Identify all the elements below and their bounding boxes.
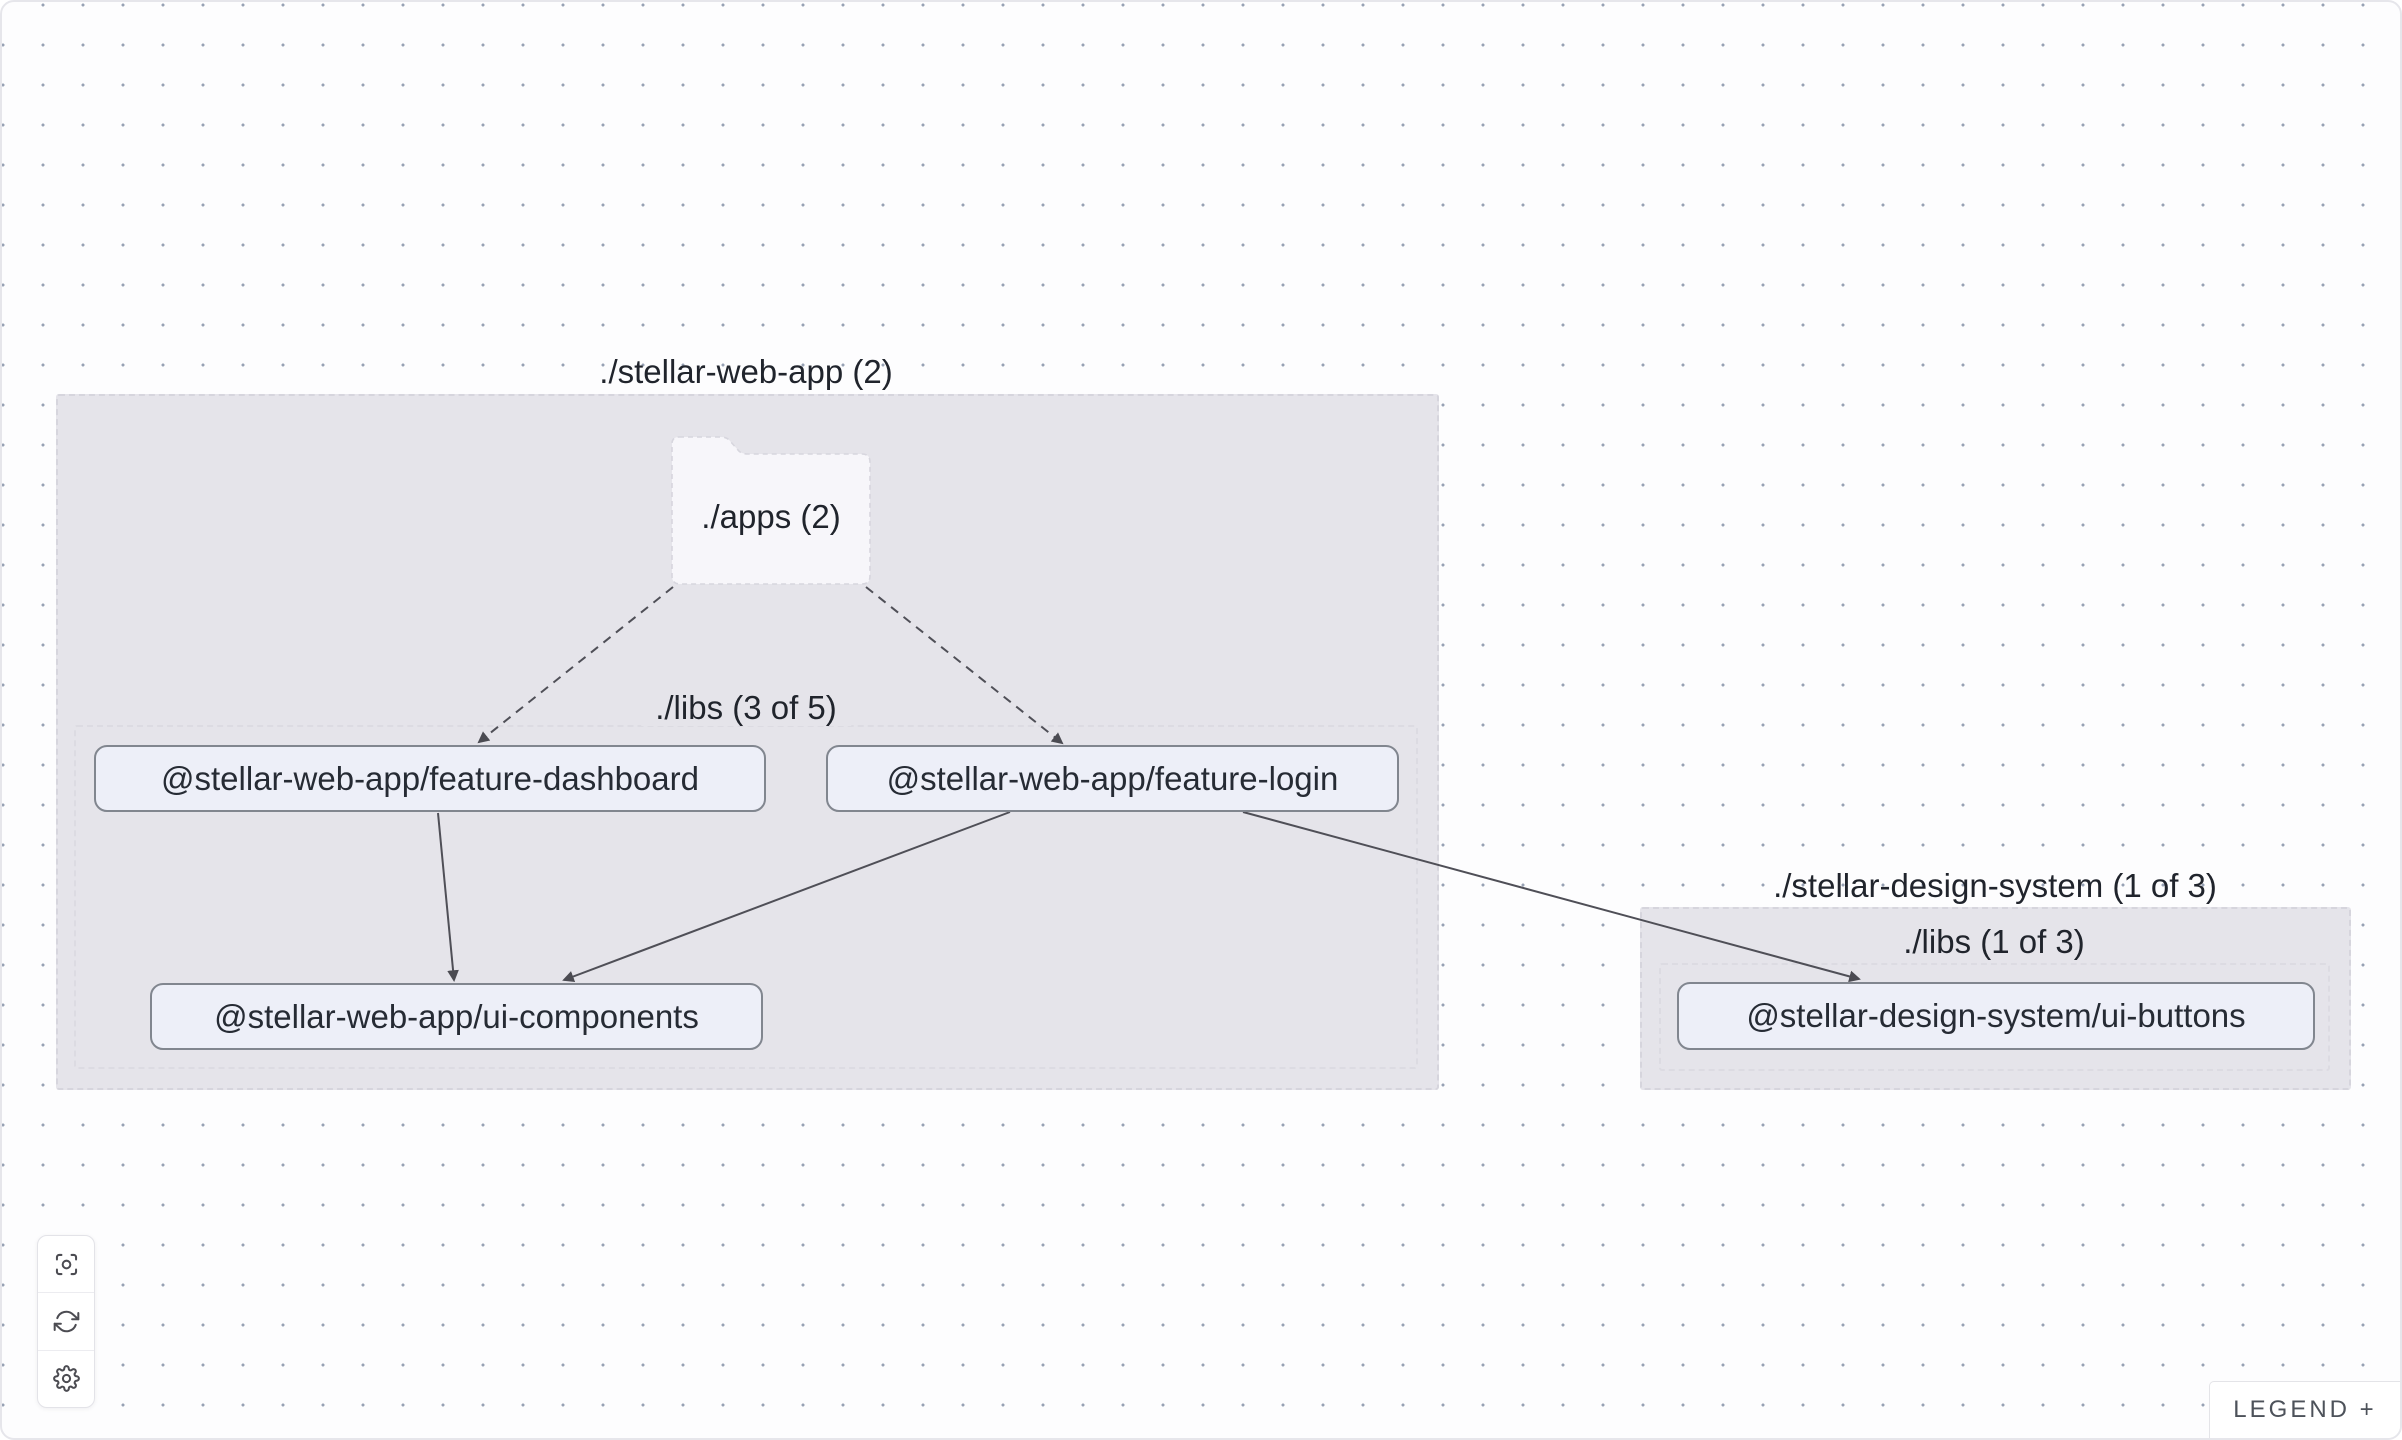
focus-center-button[interactable] (38, 1236, 94, 1292)
settings-button[interactable] (38, 1349, 94, 1407)
group-label-stellar-web-app: ./stellar-web-app (2) (599, 353, 893, 390)
apps-folder-label: ./apps (2) (701, 498, 841, 535)
node-ui-components[interactable]: @stellar-web-app/ui-components (150, 983, 763, 1050)
canvas-toolbar (37, 1235, 95, 1408)
focus-center-icon (55, 1253, 77, 1275)
refresh-button[interactable] (38, 1292, 94, 1349)
subgroup-label-design-system-libs: ./libs (1 of 3) (1903, 923, 2085, 960)
node-feature-login-label: @stellar-web-app/feature-login (886, 759, 1339, 797)
node-ui-components-label: @stellar-web-app/ui-components (214, 997, 699, 1035)
node-feature-dashboard-label: @stellar-web-app/feature-dashboard (161, 759, 699, 797)
node-ui-buttons[interactable]: @stellar-design-system/ui-buttons (1677, 982, 2315, 1050)
settings-gear-icon (52, 1365, 80, 1393)
node-feature-dashboard[interactable]: @stellar-web-app/feature-dashboard (94, 745, 766, 812)
legend-label: LEGEND + (2233, 1396, 2377, 1423)
legend-toggle-button[interactable]: LEGEND + (2209, 1381, 2400, 1438)
node-ui-buttons-label: @stellar-design-system/ui-buttons (1746, 997, 2246, 1034)
subgroup-label-web-app-libs: ./libs (3 of 5) (641, 690, 851, 726)
group-label-stellar-design-system: ./stellar-design-system (1 of 3) (1773, 867, 2217, 904)
refresh-icon (53, 1310, 79, 1333)
node-feature-login[interactable]: @stellar-web-app/feature-login (826, 745, 1399, 812)
subgroup-design-system-libs (1659, 963, 2330, 1071)
apps-folder-icon[interactable] (670, 433, 872, 586)
